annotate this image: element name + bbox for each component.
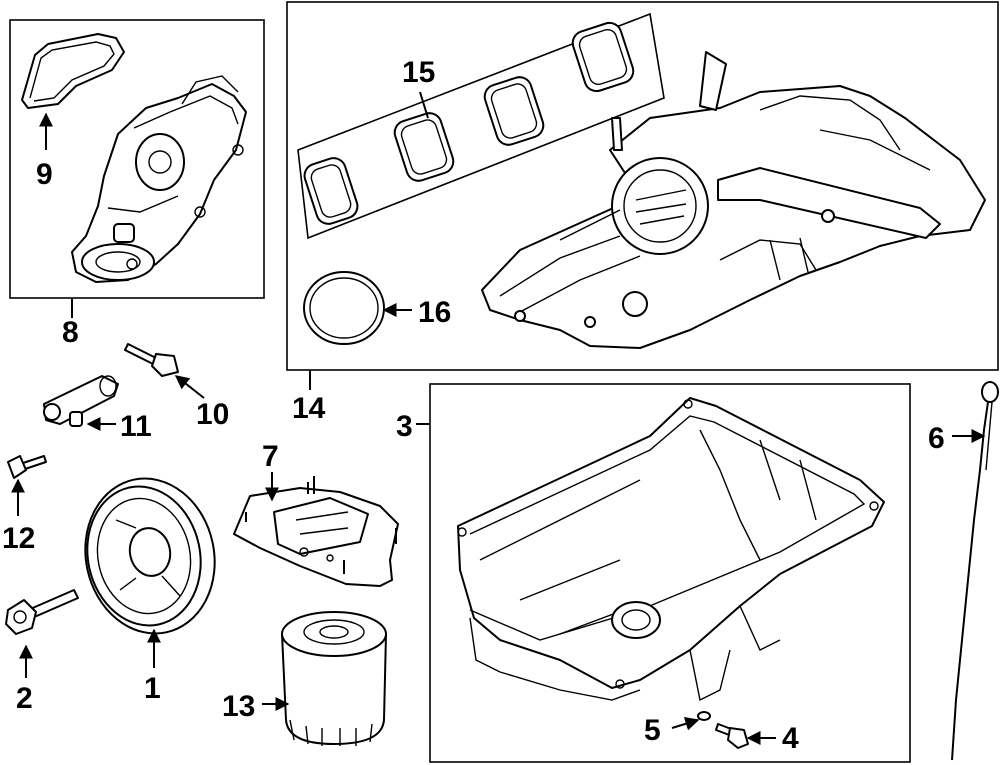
part-14-intake-manifold xyxy=(481,51,986,349)
part-1-pulley xyxy=(84,477,216,635)
callout-14: 14 xyxy=(292,392,326,425)
part-7-plate xyxy=(233,476,399,587)
part-11-sensor xyxy=(43,375,119,427)
part-16-o-ring xyxy=(303,271,385,345)
group-box-14 xyxy=(286,1,999,371)
group-box-8 xyxy=(9,19,265,299)
part-9-gasket xyxy=(21,33,125,109)
part-13-oil-filter xyxy=(281,611,387,746)
callout-1: 1 xyxy=(144,672,161,705)
callout-7: 7 xyxy=(262,440,279,473)
group-box-3 xyxy=(429,383,911,763)
part-6-dipstick xyxy=(951,381,999,761)
callout-2: 2 xyxy=(16,682,33,715)
part-2-bolt xyxy=(5,589,79,635)
callout-16: 16 xyxy=(418,296,451,329)
callout-3: 3 xyxy=(396,410,413,443)
leader-lines xyxy=(11,91,986,745)
callout-6: 6 xyxy=(928,422,945,455)
callout-8: 8 xyxy=(62,316,79,349)
part-5-plug xyxy=(697,711,711,721)
callout-5: 5 xyxy=(644,714,661,747)
callout-15: 15 xyxy=(402,56,435,89)
callout-9: 9 xyxy=(36,158,53,191)
callout-11: 11 xyxy=(120,410,152,443)
callout-4: 4 xyxy=(782,722,799,755)
callout-10: 10 xyxy=(196,398,229,431)
part-10-bolt xyxy=(124,343,179,377)
part-15-intake-gaskets xyxy=(297,12,665,240)
part-3-oil-pan xyxy=(457,397,885,702)
callout-13: 13 xyxy=(222,690,255,723)
part-8-oil-pump-housing xyxy=(71,75,247,283)
part-12-bolt xyxy=(7,455,47,479)
part-4-drain-bolt xyxy=(715,723,749,749)
callout-12: 12 xyxy=(2,522,35,555)
